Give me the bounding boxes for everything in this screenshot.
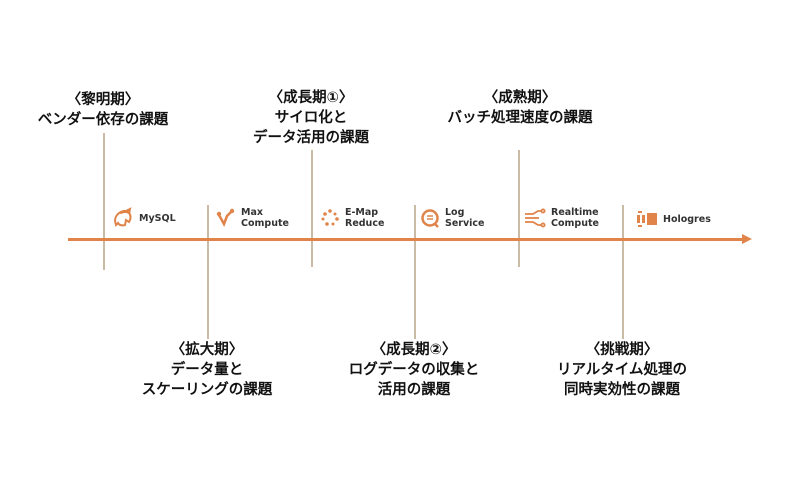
product-name: Log xyxy=(445,207,465,218)
era-text: データ量と xyxy=(170,362,244,378)
era-title: 〈成長期①〉 xyxy=(268,90,354,106)
divider-line xyxy=(518,150,520,267)
era-title: 〈拡大期〉 xyxy=(170,342,244,358)
era-label-challenge: 〈挑戦期〉 リアルタイム処理の 同時実効性の課題 xyxy=(502,340,742,400)
log-search-icon xyxy=(421,209,439,228)
era-title: 〈黎明期〉 xyxy=(66,92,140,108)
divider-line xyxy=(622,205,624,339)
product-name: E-Map xyxy=(345,207,379,218)
stream-icon xyxy=(525,208,546,228)
product-hologres: Hologres xyxy=(636,210,711,228)
divider-line xyxy=(207,205,209,339)
era-title: 〈成長期②〉 xyxy=(371,342,457,358)
product-name: Reduce xyxy=(345,218,385,229)
arrow-head-icon xyxy=(742,234,752,244)
era-text: サイロ化と xyxy=(274,110,348,126)
divider-line xyxy=(103,133,105,270)
era-text: 同時実効性の課題 xyxy=(564,382,680,398)
product-name: Realtime xyxy=(551,207,599,218)
product-name: Hologres xyxy=(663,213,711,225)
era-text: ログデータの収集と xyxy=(348,362,480,378)
era-label-growth1: 〈成長期①〉 サイロ化と データ活用の課題 xyxy=(191,88,431,148)
divider-line xyxy=(311,150,313,267)
era-label-growth2: 〈成長期②〉 ログデータの収集と 活用の課題 xyxy=(294,340,534,400)
era-label-expansion: 〈拡大期〉 データ量と スケーリングの課題 xyxy=(87,340,327,400)
timeline-axis xyxy=(68,238,744,241)
era-title: 〈挑戦期〉 xyxy=(585,342,659,358)
era-label-maturity: 〈成熟期〉 バッチ処理速度の課題 xyxy=(400,88,640,128)
dolphin-icon xyxy=(113,207,132,227)
product-name: Max xyxy=(241,207,263,218)
era-text: データ活用の課題 xyxy=(253,130,369,146)
dots-ring-icon xyxy=(321,209,339,226)
era-text: 活用の課題 xyxy=(377,382,451,398)
era-title: 〈成熟期〉 xyxy=(483,90,557,106)
era-text: リアルタイム処理の xyxy=(556,362,688,378)
era-text: ベンダー依存の課題 xyxy=(37,112,169,128)
product-name: Compute xyxy=(551,218,599,229)
product-name: MySQL xyxy=(139,212,176,224)
product-name: Compute xyxy=(241,218,289,229)
divider-line xyxy=(414,205,416,339)
product-mysql: MySQL xyxy=(112,207,176,229)
product-name: Service xyxy=(445,218,485,229)
era-label-dawn: 〈黎明期〉 ベンダー依存の課題 xyxy=(0,90,223,130)
era-text: バッチ処理速度の課題 xyxy=(447,110,593,126)
compute-nodes-icon xyxy=(216,208,235,227)
era-text: スケーリングの課題 xyxy=(141,382,273,398)
blocks-icon xyxy=(637,211,657,227)
